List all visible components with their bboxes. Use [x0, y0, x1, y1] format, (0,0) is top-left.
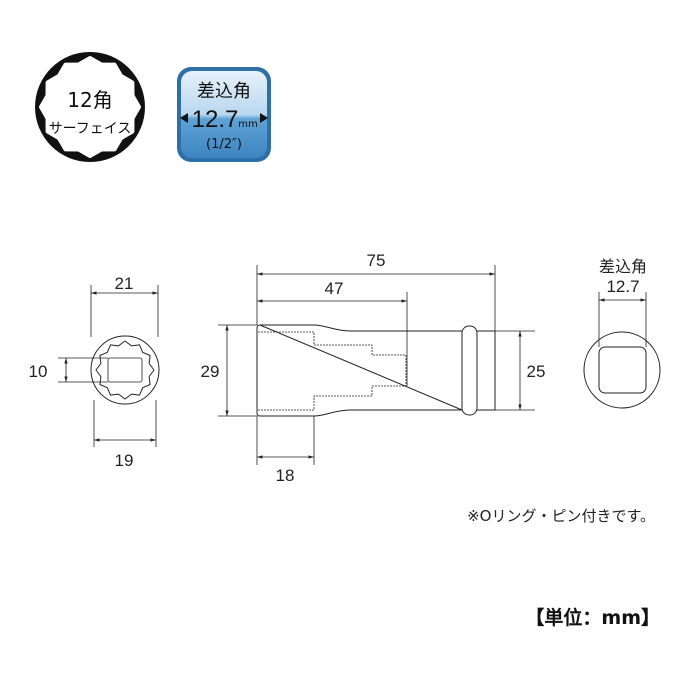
twelve-point-badge: 12角 サーフェイス — [35, 52, 145, 162]
drive-label: 差込角 — [197, 81, 251, 102]
dim-bore-depth: 47 — [325, 279, 344, 298]
rear-label: 差込角 — [599, 257, 647, 276]
dim-drive-diameter: 25 — [527, 362, 546, 381]
dim-head-length: 18 — [276, 466, 295, 485]
dim-front-inner: 19 — [115, 451, 134, 470]
dim-total-length: 75 — [367, 251, 386, 270]
dim-front-depth: 10 — [29, 362, 48, 381]
twelve-point-star-shape — [39, 56, 141, 158]
front-twelve-point-bore — [95, 340, 155, 400]
dim-head-diameter: 29 — [201, 362, 220, 381]
unit-label: 【単位：mm】 — [525, 607, 660, 629]
twelve-point-star-icon — [39, 56, 141, 158]
rear-value: 12.7 — [606, 277, 639, 296]
dim-front-outer: 21 — [115, 274, 134, 293]
badge-12-line1: 12角 — [67, 88, 112, 112]
drive-size-badge: 差込角 12.7 mm (1/2″) — [177, 67, 271, 162]
side-view — [218, 265, 535, 465]
drive-inch: (1/2″) — [206, 137, 242, 152]
front-view — [58, 285, 160, 447]
note-text: ※Oリング・ピン付きです。 — [467, 507, 655, 525]
rear-view — [583, 292, 661, 409]
drive-value: 12.7 — [192, 106, 239, 133]
badge-12-line2: サーフェイス — [49, 121, 132, 137]
drive-unit: mm — [238, 119, 257, 130]
